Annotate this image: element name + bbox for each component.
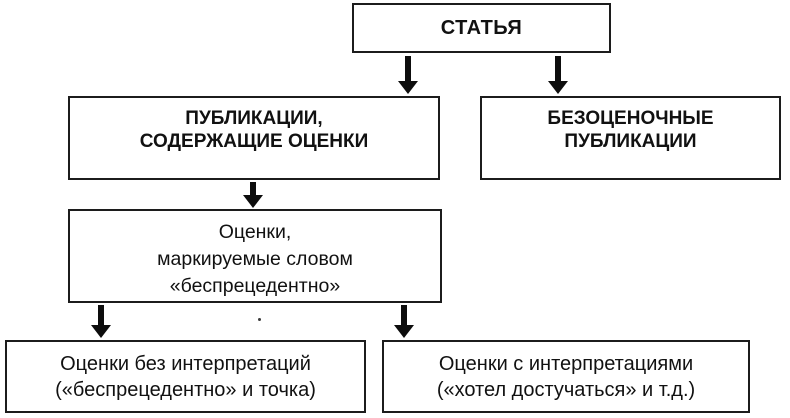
arrow-article-to-non-evaluative-publications — [548, 56, 568, 94]
arrow-shaft — [401, 305, 407, 325]
arrow-article-to-publications-with-evaluations — [398, 56, 418, 94]
node-label-line: СОДЕРЖАЩИЕ ОЦЕНКИ — [139, 131, 369, 152]
arrow-head-icon — [398, 81, 418, 94]
node-label-line: ПУБЛИКАЦИИ — [564, 131, 697, 152]
node-label-line: Оценки, — [218, 221, 292, 243]
node-label-line: («беспрецедентно» и точка) — [55, 378, 316, 401]
node-evaluations-without-interpretations: Оценки без интерпретаций («беспрецедентн… — [5, 340, 366, 413]
arrow-shaft — [405, 56, 411, 81]
node-label-line: Оценки без интерпретаций — [60, 352, 311, 375]
arrow-shaft — [555, 56, 561, 81]
node-evaluations-marked-unprecedented: Оценки, маркируемые словом «беспрецедент… — [68, 209, 442, 303]
arrow-head-icon — [548, 81, 568, 94]
arrow-head-icon — [394, 325, 414, 338]
arrow-evaluations-marked-to-with-interpretations — [394, 305, 414, 338]
node-non-evaluative-publications: БЕЗОЦЕНОЧНЫЕ ПУБЛИКАЦИИ — [480, 96, 781, 180]
node-label-line: ПУБЛИКАЦИИ, — [185, 108, 323, 129]
arrow-head-icon — [243, 195, 263, 208]
node-article: СТАТЬЯ — [352, 3, 611, 53]
arrow-head-icon — [91, 325, 111, 338]
arrow-shaft — [98, 305, 104, 325]
node-evaluations-with-interpretations: Оценки с интерпретациями («хотел достуча… — [382, 340, 750, 413]
node-label-line: маркируемые словом — [157, 248, 353, 270]
node-publications-with-evaluations: ПУБЛИКАЦИИ, СОДЕРЖАЩИЕ ОЦЕНКИ — [68, 96, 440, 180]
node-label-line: Оценки с интерпретациями — [438, 352, 694, 375]
arrow-shaft — [250, 182, 256, 195]
node-label-line: «беспрецедентно» — [169, 275, 341, 297]
node-label-line: БЕЗОЦЕНОЧНЫЕ — [547, 108, 714, 129]
arrow-evaluations-marked-to-without-interpretations — [91, 305, 111, 338]
node-label-line: («хотел достучаться» и т.д.) — [436, 378, 696, 401]
scan-speck — [258, 318, 261, 321]
node-article-label: СТАТЬЯ — [440, 16, 523, 39]
arrow-publications-with-evaluations-to-evaluations-marked — [243, 182, 263, 208]
